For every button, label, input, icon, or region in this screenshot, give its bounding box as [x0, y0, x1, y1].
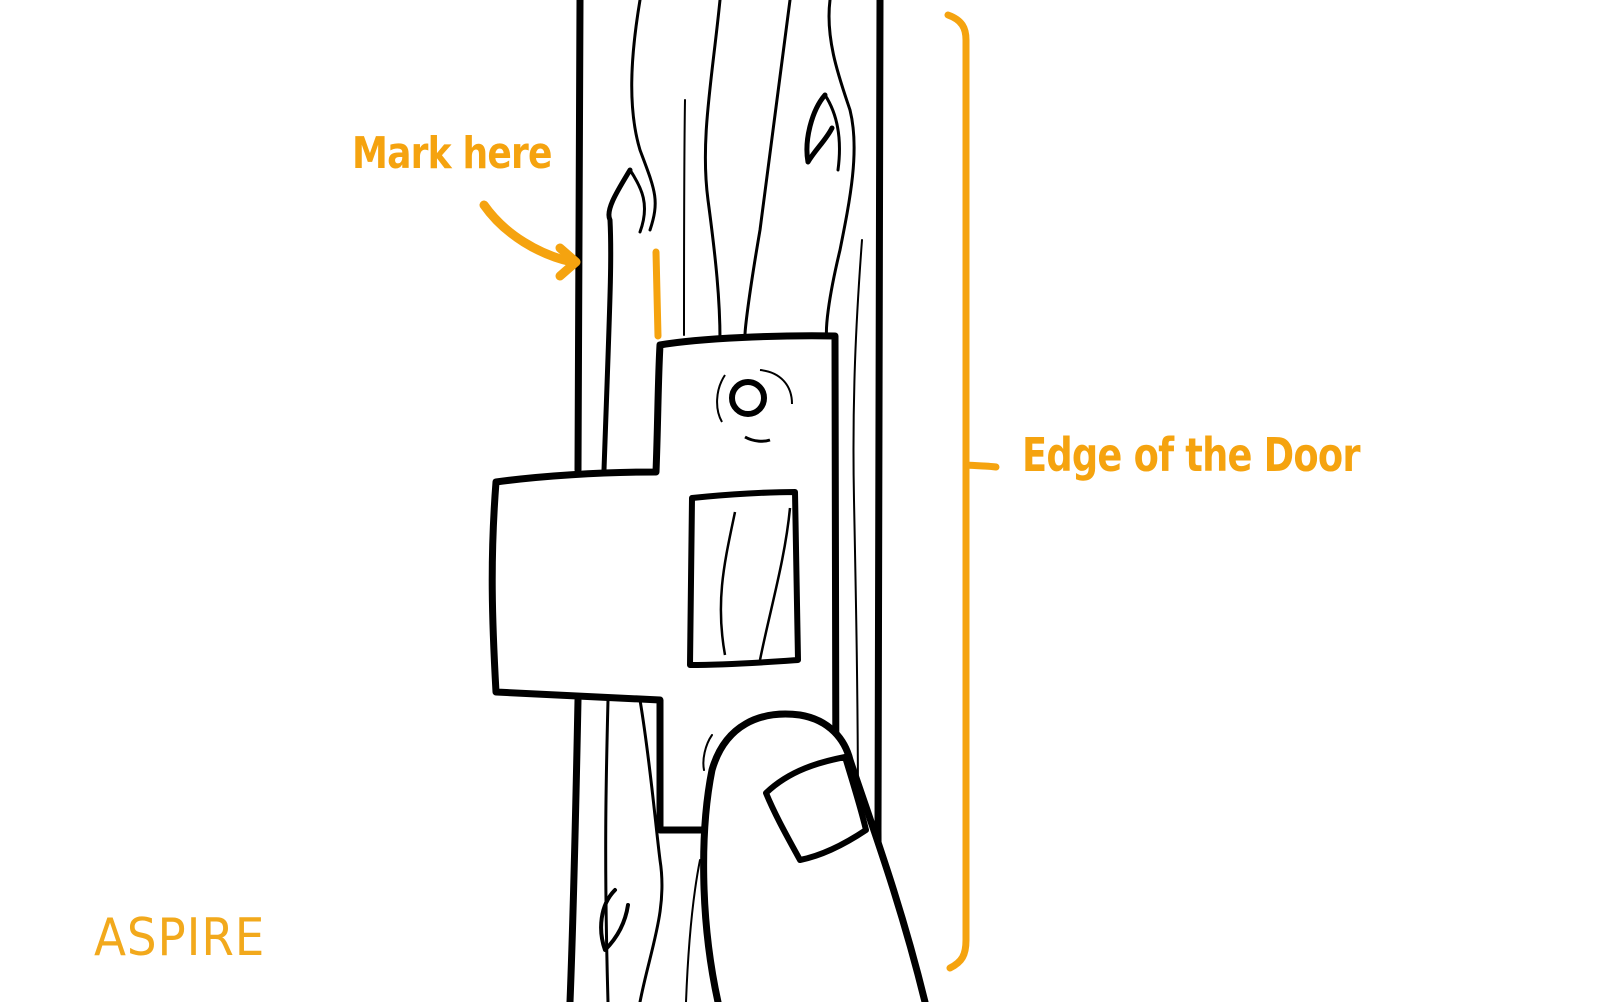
mark-here-label: Mark here: [352, 128, 552, 179]
mark-line: [652, 248, 662, 340]
thumb: [700, 710, 929, 1002]
edge-bracket: [944, 11, 1000, 972]
mark-arrow: [479, 200, 581, 281]
strike-plate: [488, 332, 840, 834]
brand-logo: ASPIRE: [94, 908, 266, 968]
edge-of-door-label: Edge of the Door: [1022, 428, 1361, 482]
door-edge: [566, 0, 886, 1002]
